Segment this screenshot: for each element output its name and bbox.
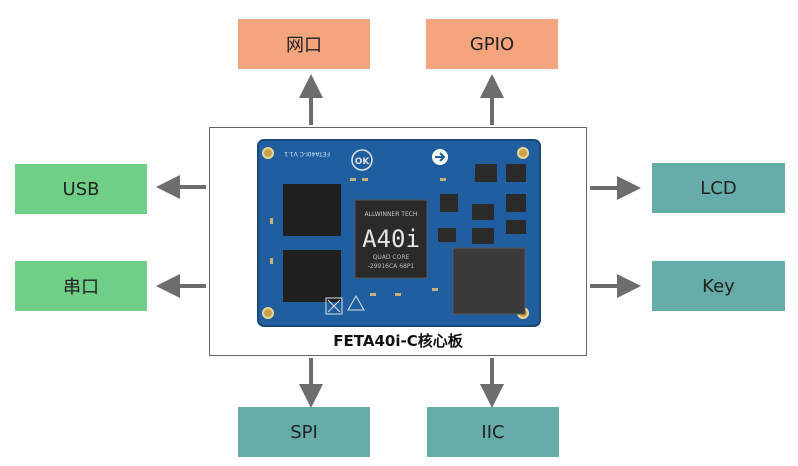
key-box: Key	[652, 261, 785, 311]
uart-box: 串口	[15, 261, 147, 311]
lcd-box: LCD	[652, 163, 785, 213]
chip-code: -29916CA 68P1	[368, 263, 415, 270]
chip-sub: QUAD CORE	[373, 254, 410, 261]
chip-model: A40i	[362, 225, 420, 253]
network-port-label: 网口	[286, 35, 322, 56]
key-label: Key	[702, 275, 735, 297]
network-port-box: 网口	[238, 19, 370, 69]
board-logo: OK	[355, 157, 371, 167]
emmc-chip	[452, 247, 526, 315]
gpio-label: GPIO	[469, 33, 515, 55]
iic-box: IIC	[427, 407, 559, 457]
uart-label: 串口	[63, 277, 99, 298]
core-board-caption: FETA40i-C核心板	[333, 332, 463, 350]
memory-chip	[283, 184, 341, 302]
board-silk-title: FETA40I-C V1.1	[284, 150, 330, 157]
usb-label: USB	[62, 178, 100, 200]
iic-label: IIC	[481, 421, 505, 443]
lcd-label: LCD	[700, 177, 737, 199]
gpio-box: GPIO	[426, 19, 558, 69]
soc-chip: ALLWINNER TECH A40i QUAD CORE -29916CA 6…	[354, 199, 428, 279]
core-board-frame: ALLWINNER TECH A40i QUAD CORE -29916CA 6…	[209, 127, 587, 356]
chip-brand: ALLWINNER TECH	[365, 211, 418, 218]
spi-box: SPI	[238, 407, 370, 457]
usb-box: USB	[15, 164, 147, 214]
core-board-image: ALLWINNER TECH A40i QUAD CORE -29916CA 6…	[257, 139, 541, 327]
spi-label: SPI	[290, 421, 318, 443]
